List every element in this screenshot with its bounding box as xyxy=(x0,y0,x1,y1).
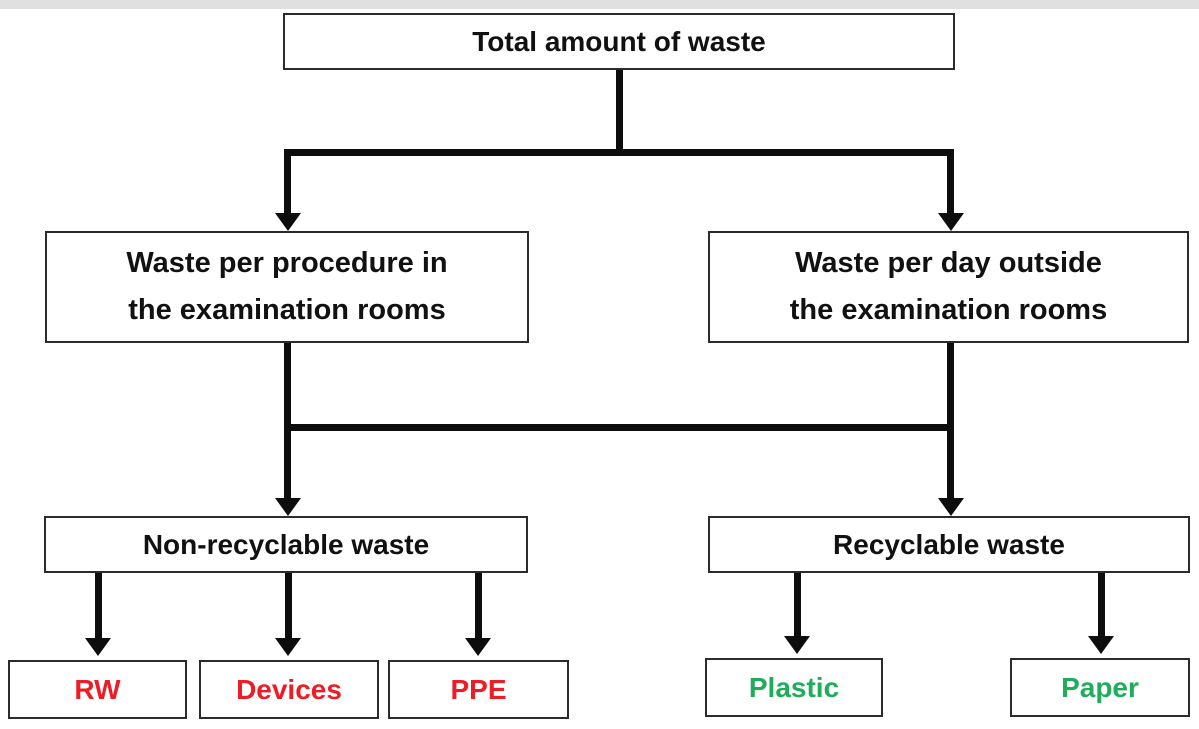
top-gray-strip xyxy=(0,0,1199,9)
connector-split-bar-top xyxy=(284,149,954,156)
arrowhead-to-paper xyxy=(1088,636,1114,654)
arrowhead-to-devices xyxy=(275,638,301,656)
node-ppe: PPE xyxy=(388,660,569,719)
arrowhead-to-recyclable xyxy=(938,498,964,516)
node-rw-label: RW xyxy=(74,673,121,705)
node-ppe-label: PPE xyxy=(450,673,507,705)
node-recyclable-waste: Recyclable waste xyxy=(708,516,1190,573)
node-devices-label: Devices xyxy=(236,673,342,705)
connector-to-plastic xyxy=(794,573,801,638)
connector-to-recyclable xyxy=(947,343,954,500)
node-waste-per-procedure: Waste per procedure in the examination r… xyxy=(45,231,529,343)
label-line-1: Waste per procedure in xyxy=(126,247,448,279)
connector-to-ppe xyxy=(475,573,482,640)
connector-to-per-day-outside xyxy=(947,149,954,215)
connector-to-devices xyxy=(285,573,292,640)
node-paper: Paper xyxy=(1010,658,1190,717)
node-plastic: Plastic xyxy=(705,658,883,717)
arrowhead-to-per-day-outside xyxy=(938,213,964,231)
node-rw: RW xyxy=(8,660,187,719)
arrowhead-to-ppe xyxy=(465,638,491,656)
node-paper-label: Paper xyxy=(1061,671,1139,703)
connector-to-non-recyclable xyxy=(284,343,291,500)
arrowhead-to-per-procedure xyxy=(275,213,301,231)
label-line-1: Waste per day outside xyxy=(795,247,1102,279)
connector-total-stem xyxy=(616,70,623,156)
connector-to-paper xyxy=(1098,573,1105,638)
arrowhead-to-rw xyxy=(85,638,111,656)
node-waste-per-day-outside-label: Waste per day outside the examination ro… xyxy=(790,240,1107,334)
node-recyclable-waste-label: Recyclable waste xyxy=(833,528,1065,560)
label-line-2: the examination rooms xyxy=(789,294,1108,326)
label-line-2: the examination rooms xyxy=(128,294,446,326)
arrowhead-to-non-recyclable xyxy=(275,498,301,516)
node-non-recyclable-waste: Non-recyclable waste xyxy=(44,516,528,573)
node-plastic-label: Plastic xyxy=(748,671,840,703)
connector-to-rw xyxy=(95,573,102,640)
connector-cross-link-bar xyxy=(284,424,954,431)
node-waste-per-procedure-label: Waste per procedure in the examination r… xyxy=(126,240,447,334)
node-total-waste: Total amount of waste xyxy=(283,13,955,70)
connector-to-per-procedure xyxy=(284,149,291,215)
node-non-recyclable-waste-label: Non-recyclable waste xyxy=(142,528,430,560)
arrowhead-to-plastic xyxy=(784,636,810,654)
node-waste-per-day-outside: Waste per day outside the examination ro… xyxy=(708,231,1189,343)
node-devices: Devices xyxy=(199,660,379,719)
node-total-waste-label: Total amount of waste xyxy=(472,25,766,57)
